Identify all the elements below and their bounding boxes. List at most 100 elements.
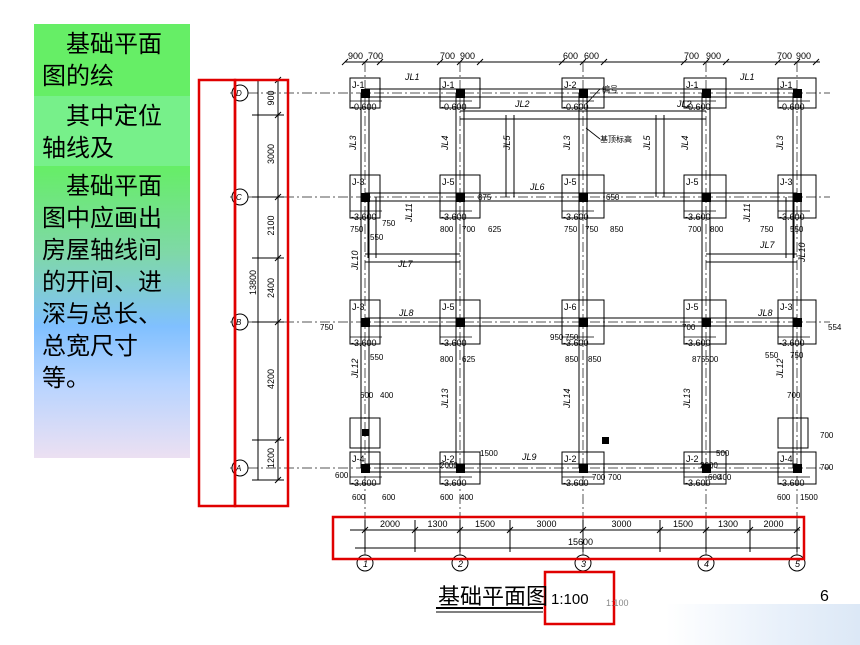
footing-level: -3.600 (779, 478, 805, 488)
plan-line (774, 58, 782, 66)
small-dim: 650 (606, 193, 620, 202)
highlight-box-bottom-dims (331, 515, 806, 561)
total-depth: 13800 (248, 270, 258, 295)
small-dim: 750 (382, 219, 396, 228)
plan-line (558, 58, 566, 66)
small-dim: 750 (350, 225, 364, 234)
beam-label: JL8 (398, 308, 414, 318)
footing-level: -3.600 (441, 212, 467, 222)
small-dim: 600 (708, 473, 722, 482)
small-dim: 800 (440, 225, 454, 234)
beam-label: JL3 (562, 135, 572, 151)
top-dim: 700 (368, 51, 383, 61)
footing-id: J-5 (442, 302, 455, 312)
small-dim: 850 (565, 355, 579, 364)
footing-id: J-5 (442, 177, 455, 187)
top-dim: 600 (584, 51, 599, 61)
beam-label: JL5 (642, 134, 652, 151)
small-dim: 700 (592, 473, 606, 482)
axis-label-row: A (235, 464, 241, 473)
footing-level: -3.600 (685, 478, 711, 488)
column-mark (793, 193, 802, 202)
drawing-scale-faint: 1:100 (606, 598, 629, 608)
small-dim: 750 (565, 333, 579, 342)
footing-level: -3.600 (351, 338, 377, 348)
small-dim: 750 (760, 225, 774, 234)
note-text-2: 其中定位轴线及 (42, 102, 162, 162)
bottom-dim: 2000 (380, 519, 400, 529)
footing-outline (439, 299, 481, 345)
axis-label-row: D (236, 89, 242, 98)
footing-outline (349, 77, 381, 109)
column-mark (702, 89, 711, 98)
small-dim: 2000 (440, 461, 458, 470)
note-box-1: 基础平面图的绘 (34, 24, 190, 108)
footing-outline (439, 77, 481, 109)
plan-line (702, 58, 710, 66)
left-dim: 900 (266, 90, 276, 105)
plan-line (361, 526, 369, 534)
footing-outline (349, 174, 381, 219)
small-dim: 750 (320, 323, 334, 332)
plan-line (476, 58, 484, 66)
left-dim: 1200 (266, 448, 276, 468)
plan-line (411, 526, 419, 534)
footing-id: J-2 (564, 454, 577, 464)
footing-id: J-3 (352, 177, 365, 187)
footing-level: -3.600 (441, 478, 467, 488)
footing-level: -0.600 (685, 102, 711, 112)
small-dim: 1500 (800, 493, 818, 502)
small-dim: 875 (478, 193, 492, 202)
footing-outline (349, 417, 381, 449)
small-dim: 550 (370, 353, 384, 362)
bottom-dim: 3000 (612, 519, 632, 529)
footing-level: -3.600 (563, 478, 589, 488)
column-mark (456, 318, 465, 327)
axis-label-row: C (236, 193, 242, 202)
small-dim: 600 (777, 493, 791, 502)
plan-line (274, 318, 282, 326)
bottom-dim: 3000 (537, 519, 557, 529)
footing-id: J-1 (442, 80, 455, 90)
total-width: 15600 (568, 537, 593, 547)
small-dim: 600 (440, 493, 454, 502)
small-dim: 400 (380, 391, 394, 400)
small-dim: 400 (460, 493, 474, 502)
column-mark (579, 193, 588, 202)
footing-level: -3.600 (351, 478, 377, 488)
plan-line (812, 58, 820, 66)
footing-id: J-5 (686, 302, 699, 312)
top-dim: 900 (348, 51, 363, 61)
footing-outline (439, 174, 481, 219)
column-mark (361, 193, 370, 202)
beam-label: JL10 (797, 242, 807, 263)
footing-level: -3.600 (441, 338, 467, 348)
footing-id: J-5 (564, 177, 577, 187)
small-dim: 625 (462, 355, 476, 364)
highlight-box-left-outer (197, 78, 237, 508)
column-mark (579, 318, 588, 327)
plan-line (506, 526, 514, 534)
small-dim: 850 (588, 355, 602, 364)
small-dim: 700 (682, 323, 696, 332)
small-dim: 1500 (480, 449, 498, 458)
bottom-dim: 1300 (428, 519, 448, 529)
small-dim: 500 (705, 355, 719, 364)
footing-id: J-1 (780, 80, 793, 90)
beam-label: JL2 (514, 99, 530, 109)
footing-id: J-3 (780, 302, 793, 312)
footing-level: -3.600 (563, 338, 589, 348)
page-number: 6 (820, 588, 829, 605)
beam-label: JL3 (775, 135, 785, 151)
footing-id: J-5 (686, 177, 699, 187)
beam-label: JL6 (529, 182, 545, 192)
small-dim: 550 (790, 225, 804, 234)
beam-label: JL11 (742, 203, 752, 223)
plan-line (341, 58, 349, 66)
footing-id: J-3 (780, 177, 793, 187)
plan-line (579, 58, 587, 66)
column-mark (579, 89, 588, 98)
note-text-3: 基础平面图中应画出房屋轴线间的开间、进深与总长、总宽尺寸等。 (42, 172, 162, 392)
beam-label: JL4 (680, 135, 690, 151)
